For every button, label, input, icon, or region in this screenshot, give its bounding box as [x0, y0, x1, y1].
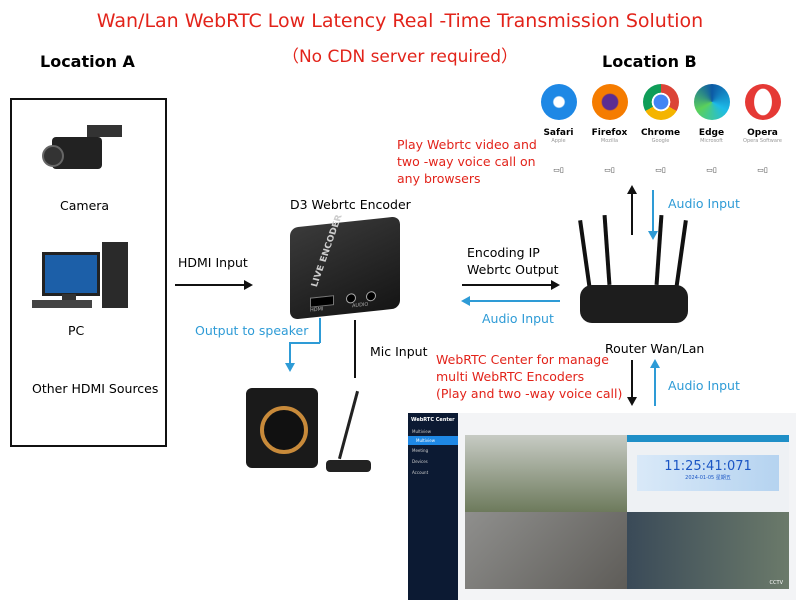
center-menu-item[interactable]: Account: [412, 470, 429, 475]
encoding-output-line1: Encoding IP: [467, 245, 540, 260]
output-to-speaker-label: Output to speaker: [195, 323, 309, 338]
encoding-arrow: [462, 284, 552, 286]
mic-line: [354, 320, 356, 378]
speaker-icon: [246, 388, 318, 468]
safari-icon: [540, 84, 577, 120]
channel-logo: CCTV: [769, 580, 783, 586]
chrome-icon: [642, 84, 679, 120]
encoder-label: D3 Webrtc Encoder: [290, 197, 411, 212]
video-tile-tv[interactable]: CCTV: [627, 512, 789, 589]
diagram-title: Wan/Lan WebRTC Low Latency Real -Time Tr…: [96, 10, 704, 32]
location-b-label: Location B: [602, 52, 697, 71]
audio-input-label-browser: Audio Input: [668, 196, 740, 211]
video-tile-window[interactable]: [465, 435, 627, 512]
router-to-browser-arrow: [631, 193, 633, 235]
video-tile-clock[interactable]: 11:25:41:071 2024-01-05 星期五: [627, 435, 789, 512]
hdmi-input-label: HDMI Input: [178, 255, 248, 270]
router-icon: [575, 214, 693, 327]
firefox-icon: [591, 84, 628, 120]
diagram-subtitle: （No CDN server required）: [281, 47, 519, 67]
clock-date: 2024-01-05 星期五: [685, 475, 731, 481]
browser-audio-arrow: [652, 190, 654, 232]
device-icons: ▭▯: [553, 166, 564, 174]
hdmi-arrow: [175, 284, 245, 286]
microphone-icon: [326, 390, 371, 475]
opera-icon: [744, 84, 781, 120]
edge-icon: [693, 84, 730, 120]
center-menu-item[interactable]: Devices: [412, 459, 428, 464]
clock-time: 11:25:41:071: [664, 459, 752, 474]
mic-input-label: Mic Input: [370, 344, 428, 359]
pc-icon: [32, 242, 128, 312]
other-sources-label: Other HDMI Sources: [32, 381, 159, 396]
location-a-box: [10, 98, 167, 447]
video-tile-person[interactable]: [465, 512, 627, 589]
speaker-arrow: [289, 342, 320, 344]
device-icons: ▭▯: [604, 166, 615, 174]
center-menu-item-active[interactable]: Multiview: [408, 436, 458, 445]
router-to-center-arrow: [631, 360, 633, 398]
encoder-device: LIVE ENCODER HDMI AUDIO: [290, 214, 400, 320]
encoding-output-line2: Webrtc Output: [467, 262, 559, 277]
audio-input-arrow-encoder: [470, 300, 560, 302]
center-app-title: WebRTC Center: [411, 417, 455, 423]
camera-label: Camera: [60, 198, 110, 213]
center-audio-arrow: [654, 368, 656, 406]
center-menu-item[interactable]: Multiview: [412, 429, 431, 434]
webrtc-center-screenshot: WebRTC Center Multiview Multiview Meetin…: [408, 413, 796, 600]
device-icons: ▭▯: [655, 166, 666, 174]
audio-input-label-encoder: Audio Input: [482, 311, 554, 326]
camera-icon: [42, 125, 122, 175]
center-sidebar: WebRTC Center Multiview Multiview Meetin…: [408, 413, 458, 600]
audio-input-label-center: Audio Input: [668, 378, 740, 393]
router-label: Router Wan/Lan: [605, 341, 705, 356]
location-a-label: Location A: [40, 52, 135, 71]
pc-label: PC: [68, 323, 85, 338]
center-menu-item[interactable]: Meeting: [412, 448, 429, 453]
device-icons: ▭▯: [757, 166, 768, 174]
device-icons: ▭▯: [706, 166, 717, 174]
